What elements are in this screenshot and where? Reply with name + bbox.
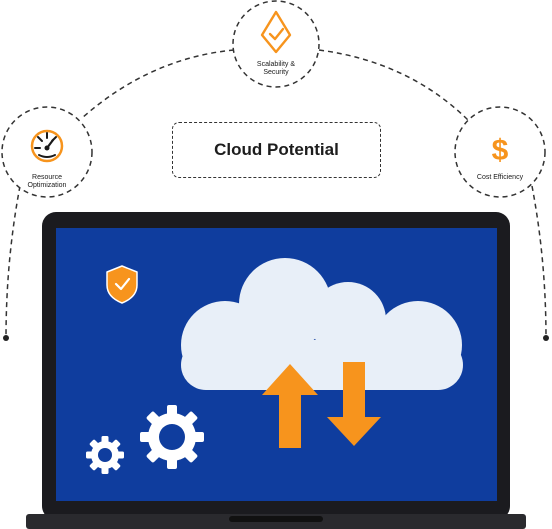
node-circle-scalability: [232, 0, 320, 88]
gear-icon-large: [140, 405, 204, 469]
page-title: Cloud Potential: [172, 122, 381, 178]
connector-top-left: [81, 49, 235, 119]
connector-right-down: [531, 185, 547, 339]
gauge-icon: [30, 129, 64, 163]
endpoint-dot-left: [3, 335, 9, 341]
connector-top-right: [318, 49, 471, 123]
endpoint-dot-right: [543, 335, 549, 341]
shield-check-icon: [260, 10, 292, 54]
node-label-resource: Resource Optimization: [27, 174, 67, 189]
node-label-cost: Cost Efficiency: [476, 174, 524, 181]
dollar-icon: $: [492, 134, 509, 167]
cloud-icon: [181, 258, 463, 390]
connector-left-down: [5, 185, 21, 339]
laptop: [26, 212, 526, 529]
download-arrow-icon: [327, 362, 381, 446]
upload-arrow-icon: [262, 364, 318, 448]
gear-icon-small: [86, 436, 124, 474]
node-label-scalability: Scalability & Security: [256, 61, 296, 76]
node-circle-resource: [1, 106, 93, 198]
screen-shield-icon: [106, 265, 138, 304]
node-circle-cost: [454, 106, 546, 198]
laptop-notch: [229, 516, 323, 522]
